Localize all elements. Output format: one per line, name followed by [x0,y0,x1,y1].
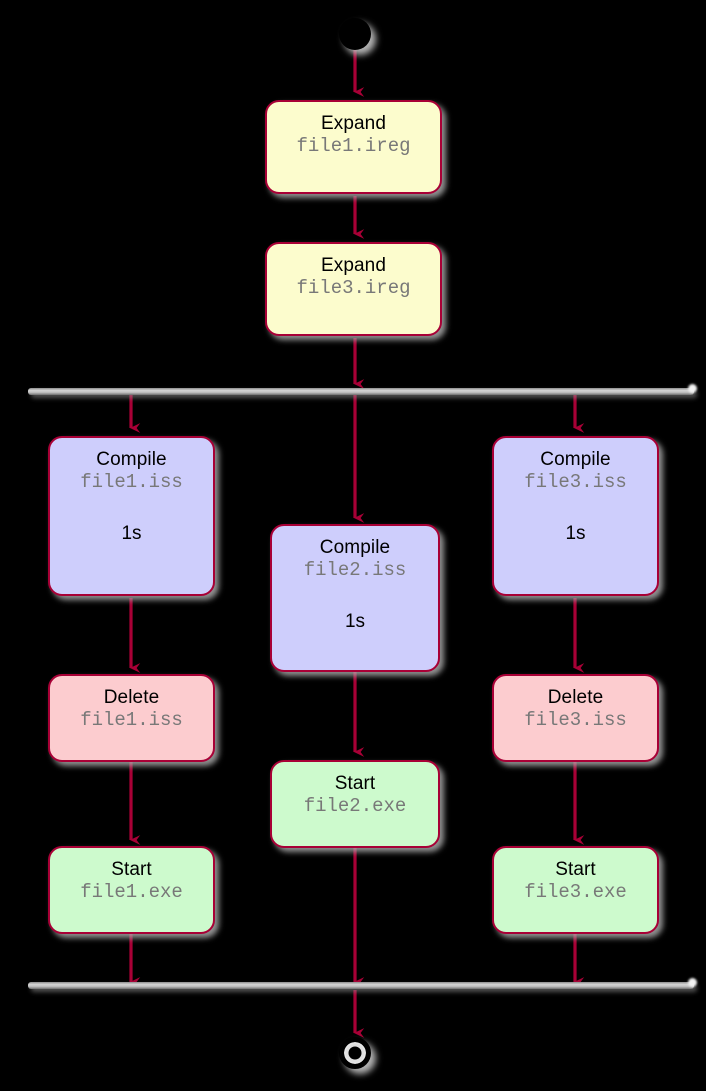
node-title: Start [555,859,596,880]
node-title: Start [334,773,376,794]
node-title: Delete [103,687,160,708]
node-filename: file3.exe [524,881,627,903]
node-title: Expand [320,255,387,276]
start-node [339,18,371,50]
activity-node-start-file1-exe[interactable]: Start file1.exe [48,846,215,934]
node-title: Delete [547,687,604,708]
node-filename: file3.iss [524,709,627,731]
node-duration: 1s [565,523,586,544]
activity-node-delete-file3-iss[interactable]: Delete file3.iss [492,674,659,762]
node-filename: file3.ireg [296,277,411,299]
node-filename: file1.iss [80,471,183,493]
node-filename: file1.exe [80,881,183,903]
end-node-inner-ring [345,1043,365,1063]
node-duration: 1s [121,523,142,544]
node-filename: file1.iss [80,709,183,731]
node-title: Expand [320,113,387,134]
node-title: Compile [319,537,391,558]
activity-node-compile-file3-iss[interactable]: Compile file3.iss 1s [492,436,659,596]
node-filename: file2.iss [303,559,407,581]
activity-node-expand-file1-ireg[interactable]: Expand file1.ireg [265,100,442,194]
node-title: Start [111,859,152,880]
activity-node-expand-file3-ireg[interactable]: Expand file3.ireg [265,242,442,336]
activity-node-delete-file1-iss[interactable]: Delete file1.iss [48,674,215,762]
activity-node-start-file2-exe[interactable]: Start file2.exe [270,760,440,848]
node-filename: file2.exe [303,795,407,817]
node-filename: file3.iss [524,471,627,493]
node-title: Compile [540,449,611,470]
node-duration: 1s [344,611,366,632]
join-bar [28,982,694,989]
activity-node-compile-file1-iss[interactable]: Compile file1.iss 1s [48,436,215,596]
end-node [339,1037,371,1069]
activity-node-start-file3-exe[interactable]: Start file3.exe [492,846,659,934]
node-title: Compile [96,449,167,470]
node-filename: file1.ireg [296,135,411,157]
activity-node-compile-file2-iss[interactable]: Compile file2.iss 1s [270,524,440,672]
fork-bar [28,388,694,395]
